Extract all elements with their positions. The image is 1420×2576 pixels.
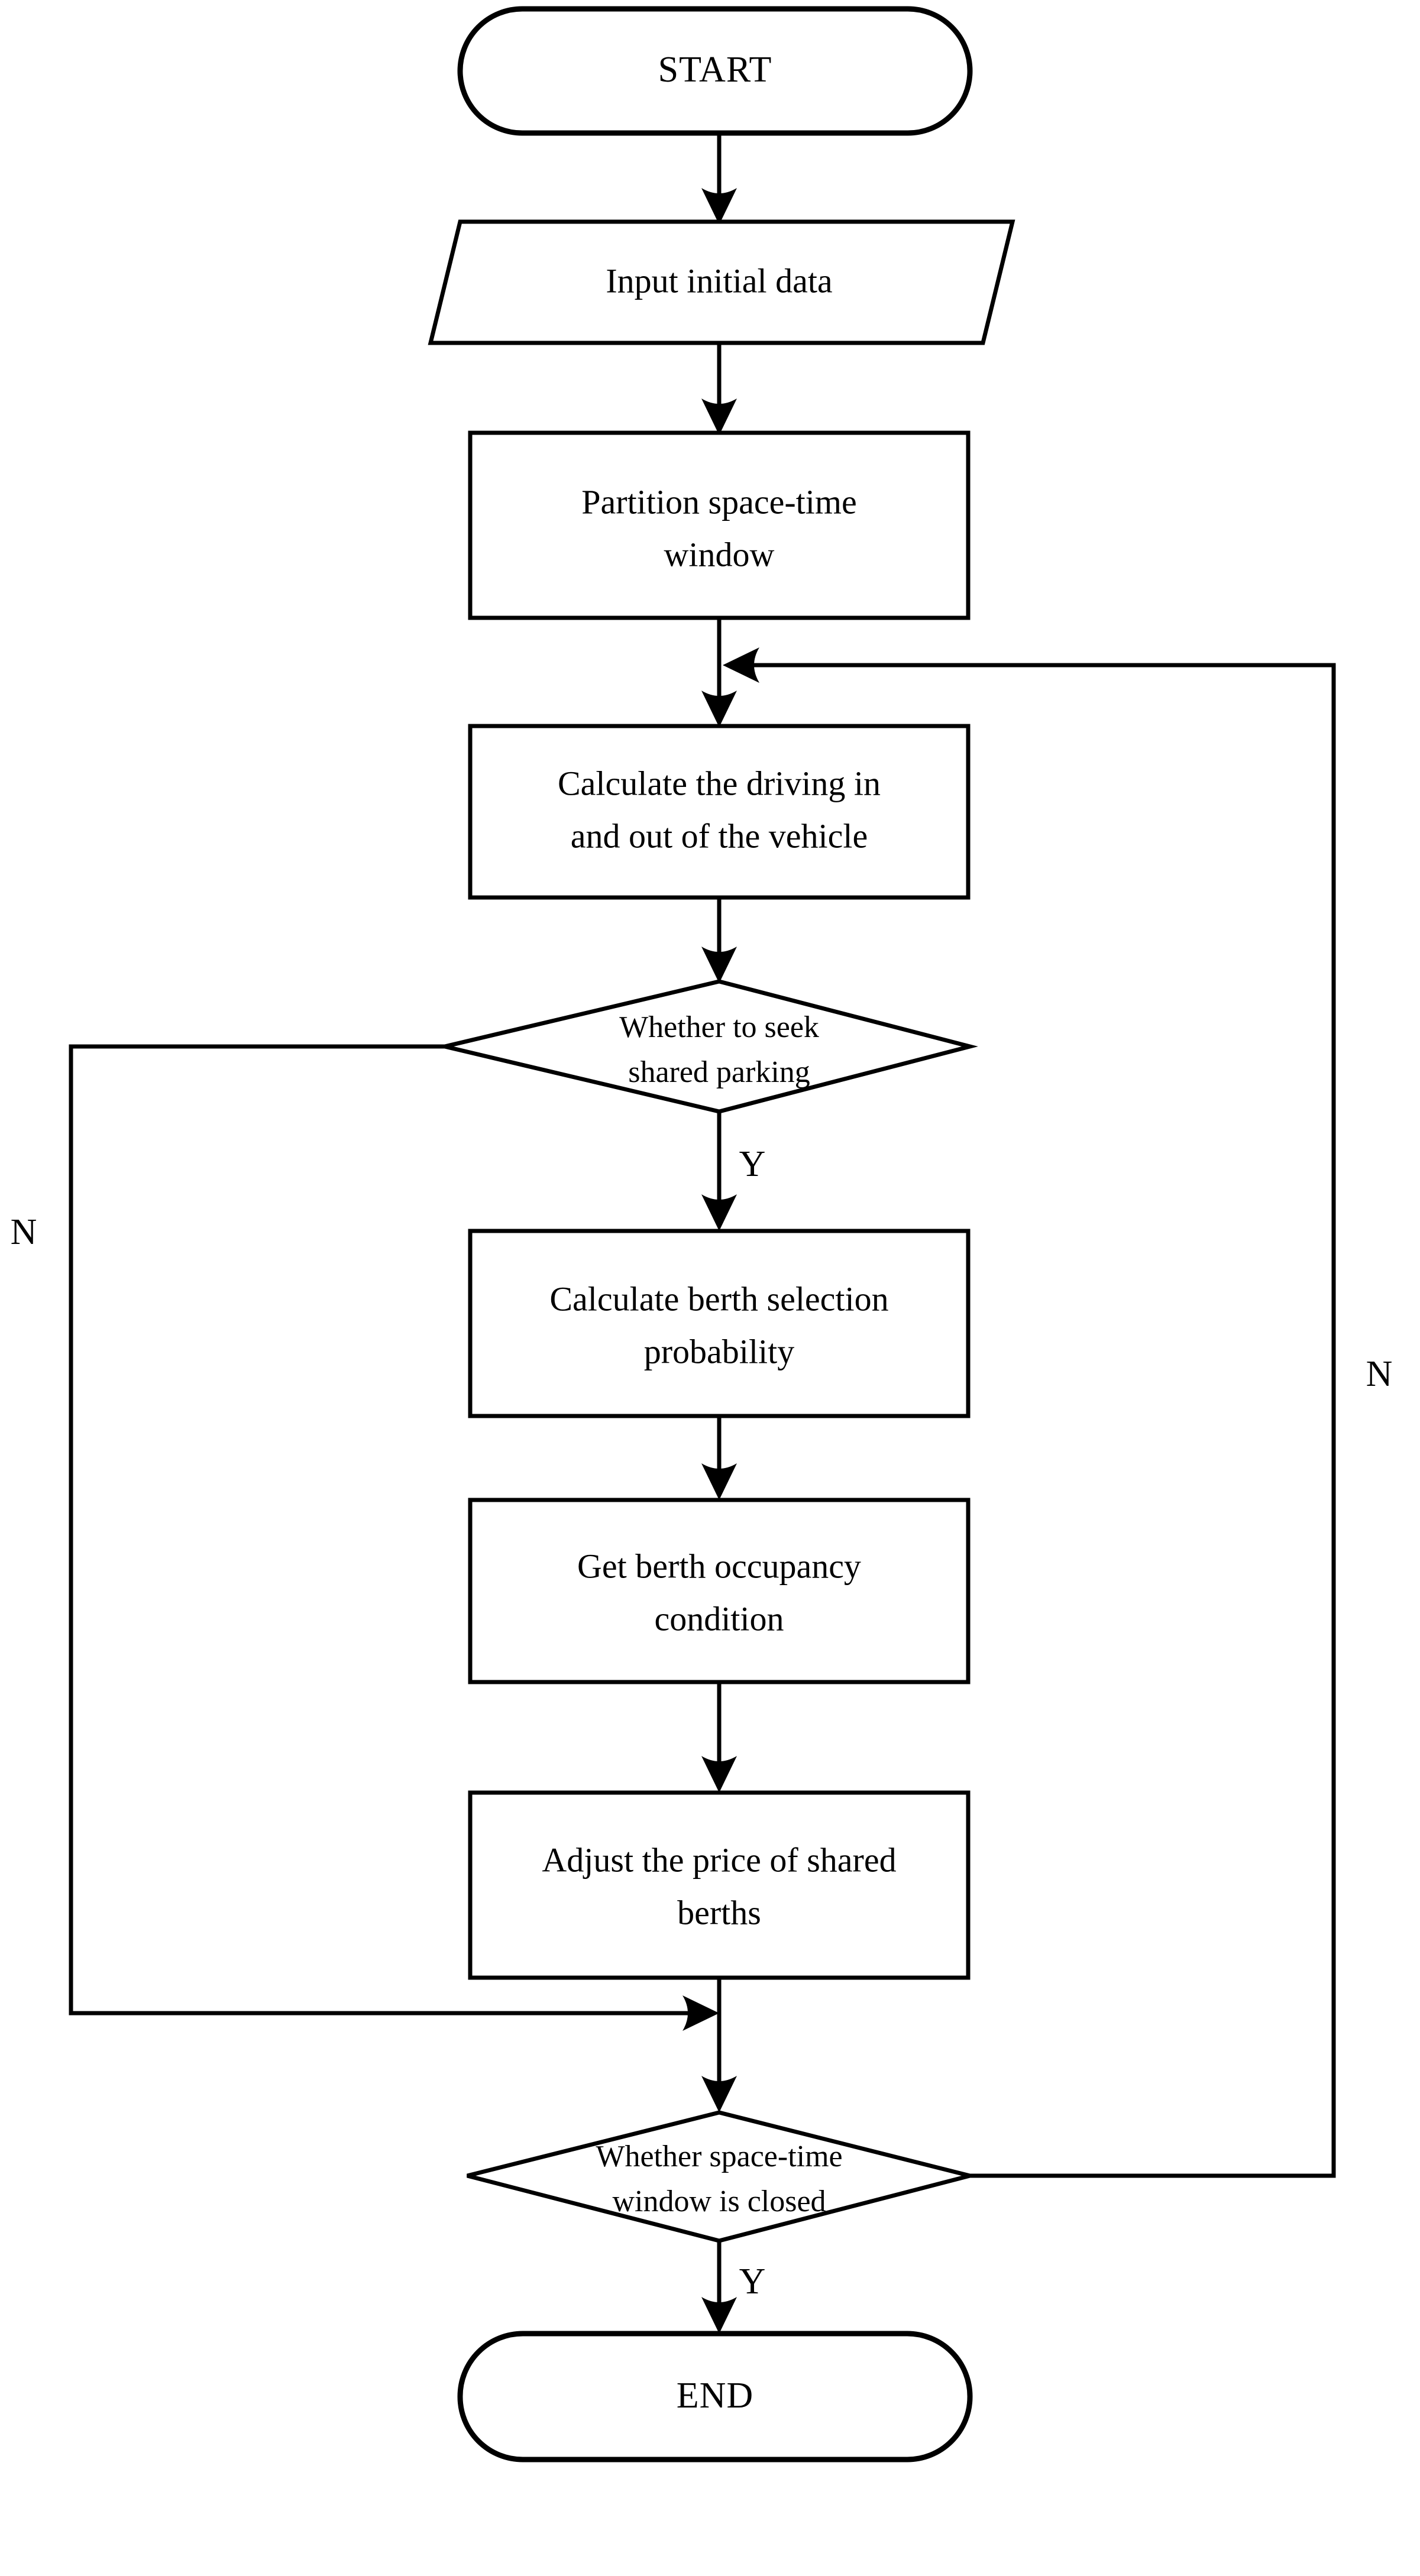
node-calc-berth-line2: probability <box>644 1332 795 1370</box>
node-calc-berth[interactable]: Calculate berth selection probability <box>468 1229 971 1418</box>
edge-label-closed-yes: Y <box>739 2261 766 2302</box>
edge-label-seek-yes: Y <box>739 1144 766 1184</box>
node-decide-closed-line2: window is closed <box>612 2185 826 2218</box>
node-adjust-price-line1: Adjust the price of shared <box>542 1841 896 1879</box>
node-calc-driving[interactable]: Calculate the driving in and out of the … <box>468 724 971 900</box>
node-end[interactable]: END <box>457 2331 973 2462</box>
node-get-berth[interactable]: Get berth occupancy condition <box>468 1498 971 1684</box>
edge-label-seek-no: N <box>11 1212 37 1252</box>
edge-decide-seek-yes <box>701 1112 737 1231</box>
node-get-berth-line2: condition <box>654 1599 784 1638</box>
edge-calc-driving-to-decide-seek <box>701 897 737 983</box>
edge-calc-berth-to-get-berth <box>701 1416 737 1500</box>
edge-label-closed-no: N <box>1366 1354 1393 1394</box>
node-calc-berth-line1: Calculate berth selection <box>549 1279 888 1318</box>
edge-input-to-partition <box>701 343 737 435</box>
node-start-label: START <box>658 50 772 90</box>
node-input-data[interactable]: Input initial data <box>428 219 1015 345</box>
node-partition-line1: Partition space-time <box>581 482 856 521</box>
node-decide-seek-line1: Whether to seek <box>619 1010 819 1044</box>
node-input-data-label: Input initial data <box>606 261 832 300</box>
node-adjust-price-line2: berths <box>677 1893 761 1932</box>
node-calc-driving-line2: and out of the vehicle <box>571 816 868 855</box>
node-decide-closed-line1: Whether space-time <box>596 2140 842 2173</box>
node-decide-seek-line2: shared parking <box>628 1055 810 1089</box>
edge-decide-seek-no <box>69 1044 719 2031</box>
node-decide-closed[interactable]: Whether space-time window is closed <box>467 2110 971 2243</box>
node-adjust-price[interactable]: Adjust the price of shared berths <box>468 1790 971 1980</box>
edge-get-berth-to-adjust-price <box>701 1682 737 1793</box>
edge-decide-closed-yes <box>701 2241 737 2334</box>
node-calc-driving-line1: Calculate the driving in <box>558 764 881 802</box>
edge-adjust-price-to-decide-closed <box>701 1978 737 2112</box>
edge-start-to-input <box>701 133 737 225</box>
node-end-label: END <box>677 2376 753 2416</box>
edge-partition-to-calc-driving <box>701 618 737 727</box>
node-partition[interactable]: Partition space-time window <box>468 430 971 620</box>
node-start[interactable]: START <box>457 6 973 136</box>
node-get-berth-line1: Get berth occupancy <box>577 1547 861 1585</box>
node-decide-seek[interactable]: Whether to seek shared parking <box>444 979 978 1114</box>
edge-closed-no-feedback <box>723 647 1336 2178</box>
node-partition-line2: window <box>664 535 775 573</box>
